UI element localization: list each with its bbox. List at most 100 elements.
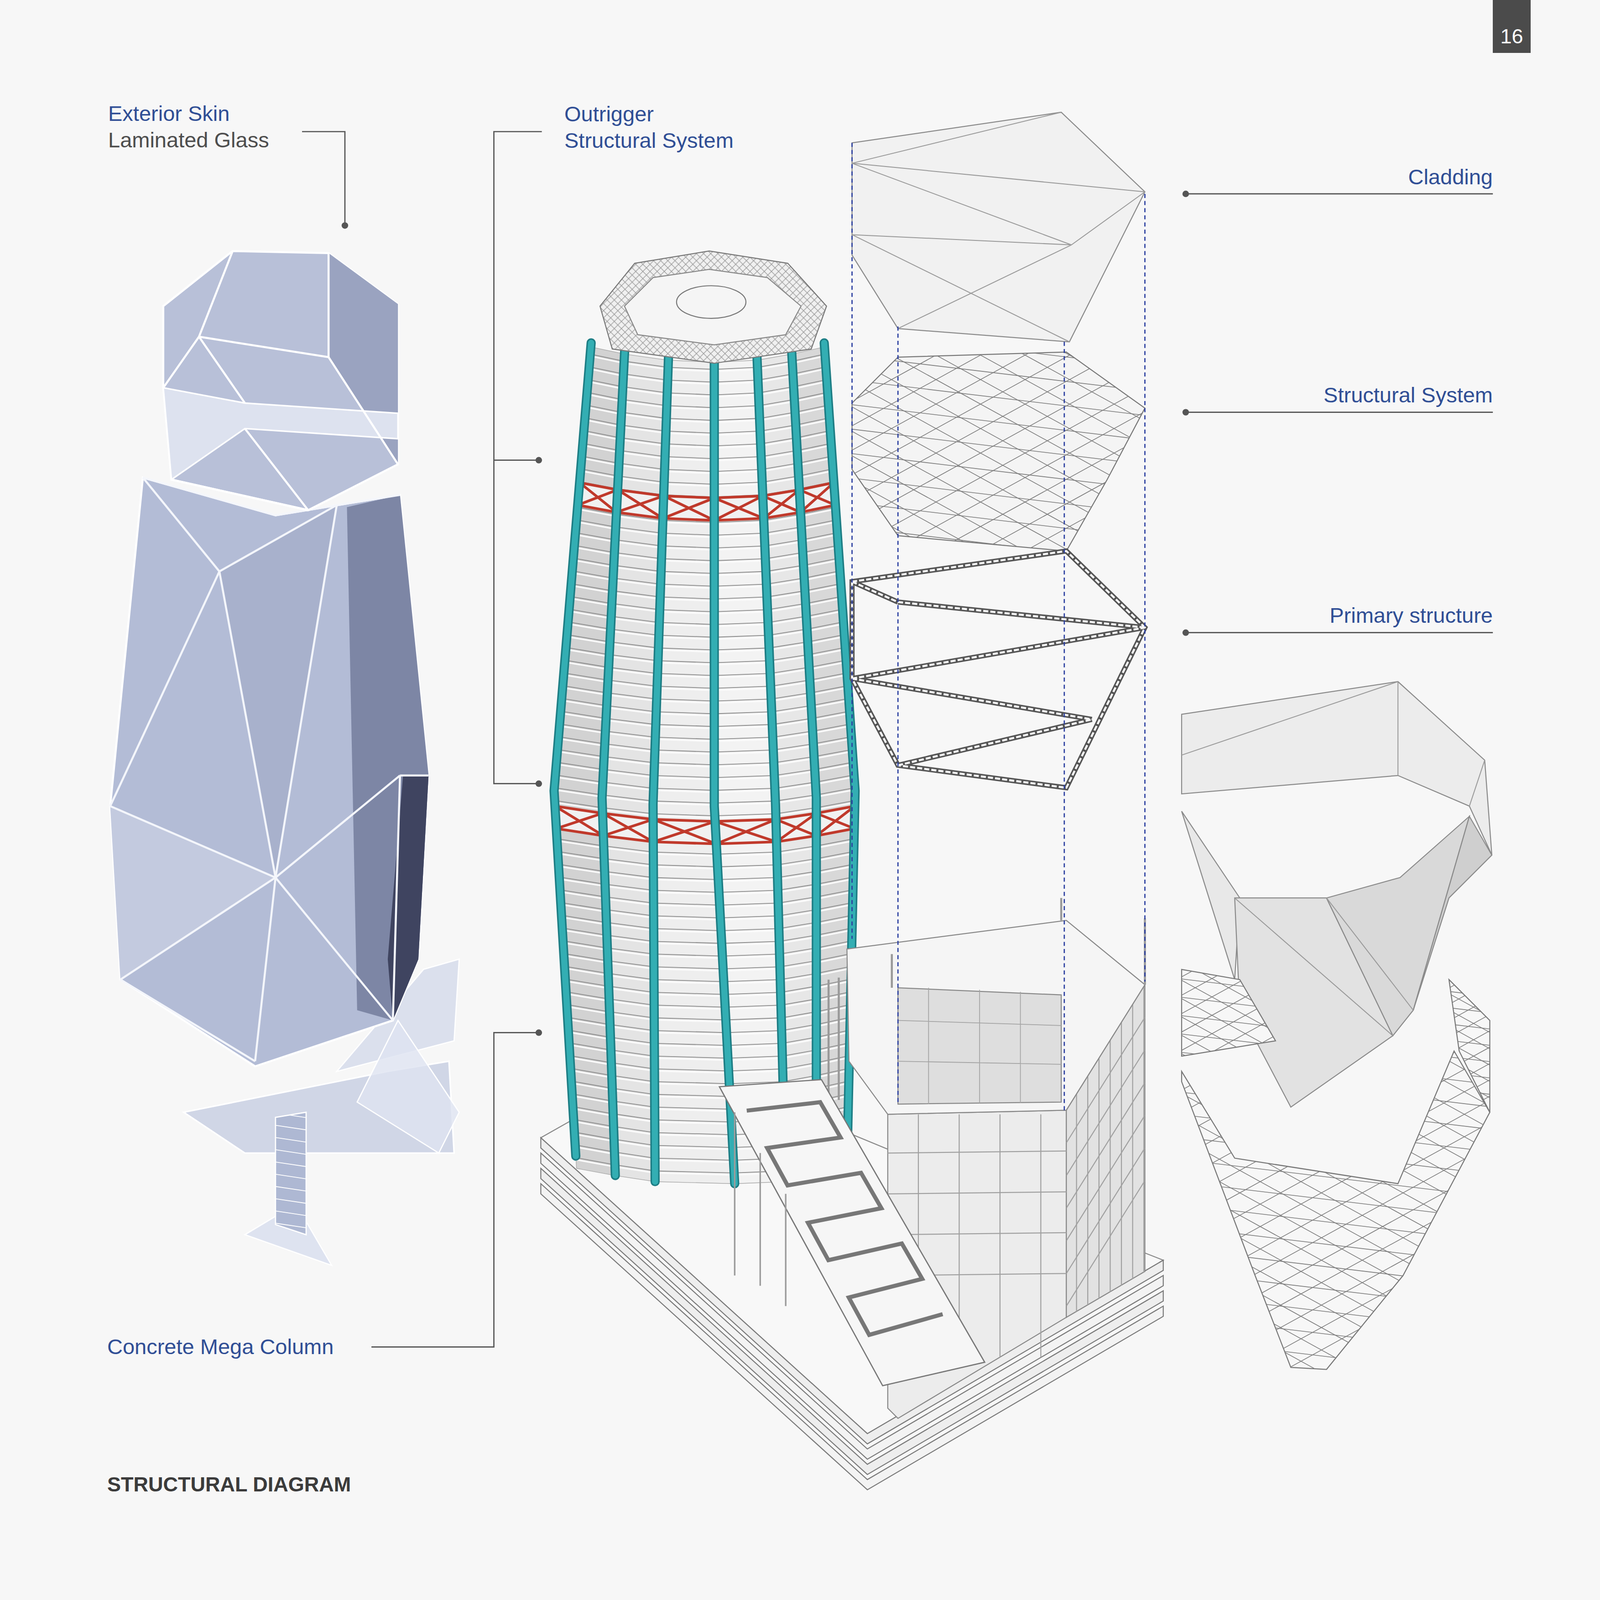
podium-mesh-lines — [1443, 1125, 1496, 1155]
podium-mesh-lines — [1178, 912, 1495, 1087]
podium-block — [897, 987, 1062, 1105]
structural-mesh-lines — [846, 844, 1148, 881]
podium-mesh-lines — [1443, 909, 1496, 938]
podium-mesh-lines — [1178, 1217, 1281, 1230]
podium-mesh-lines — [1443, 1104, 1496, 1111]
podium-mesh-lines — [1178, 813, 1281, 826]
glass-skin-model — [163, 387, 398, 480]
podium-mesh-lines — [1178, 732, 1495, 907]
podium-mesh-lines — [1443, 1354, 1496, 1383]
structural-mesh-lines — [846, 12, 1148, 178]
leader-lines — [371, 1032, 539, 1347]
structural-mesh-lines — [846, 0, 1148, 105]
podium-mesh-lines — [1178, 1383, 1495, 1422]
podium-mesh-lines — [1178, 629, 1281, 686]
podium-mesh-lines — [1178, 889, 1495, 928]
podium-mesh-lines — [1178, 1254, 1495, 1429]
podium-mesh-lines — [1178, 868, 1281, 881]
podium-mesh-lines — [1178, 923, 1281, 980]
structural-mesh-lines — [846, 140, 1148, 307]
structural-mesh-lines — [846, 91, 1148, 258]
structural-mesh-lines — [846, 0, 1148, 154]
podium-mesh-lines — [1443, 1382, 1496, 1389]
podium-mesh-lines — [1443, 631, 1496, 660]
structural-mesh-lines — [846, 110, 1148, 277]
podium-mesh-lines — [1178, 917, 1495, 1092]
podium-envelope-model — [1181, 681, 1492, 855]
podium-mesh-lines — [1443, 1203, 1496, 1232]
callout-label: Exterior Skin — [108, 100, 230, 127]
glass-skin-model — [163, 250, 398, 511]
podium-mesh-lines — [1178, 1209, 1495, 1384]
podium-mesh-lines — [1178, 740, 1281, 753]
tower-structure — [554, 806, 604, 836]
podium-mesh-lines — [1443, 859, 1496, 889]
podium-mesh-lines — [1443, 909, 1496, 916]
structural-mesh-lines — [846, 183, 1148, 220]
podium-mesh-lines — [1178, 1032, 1281, 1089]
podium-mesh-lines — [1443, 729, 1496, 758]
structural-mesh-lines — [846, 115, 1148, 282]
podium-mesh-lines — [1443, 892, 1496, 922]
podium-mesh-lines — [1178, 715, 1495, 890]
podium-mesh-lines — [1178, 665, 1495, 704]
podium-mesh-lines — [1443, 783, 1496, 812]
podium-mesh-lines — [1178, 977, 1281, 1034]
podium-mesh-lines — [1178, 1456, 1495, 1600]
podium-mesh-lines — [1178, 1091, 1495, 1266]
glass-mullion-lines — [120, 877, 276, 980]
podium-mesh-lines — [1178, 1164, 1495, 1339]
podium-mesh-lines — [1178, 1125, 1281, 1182]
podium-mesh-lines — [1178, 1254, 1281, 1311]
podium-mesh-lines — [1178, 1047, 1495, 1085]
podium-mesh-lines — [1443, 827, 1496, 834]
podium-mesh-lines — [1443, 1056, 1496, 1085]
podium-mesh-lines — [1178, 800, 1495, 975]
podium-mesh-lines — [1178, 500, 1281, 1513]
podium-mesh-lines — [1178, 1419, 1281, 1432]
podium-mesh-lines — [1178, 1479, 1495, 1600]
glass-mullion-lines — [275, 877, 393, 1021]
podium-mesh-lines — [1178, 687, 1495, 862]
podium-mesh-lines — [1443, 1496, 1496, 1503]
structural-mesh-lines — [846, 722, 1148, 889]
podium-mesh-lines — [1178, 1074, 1495, 1249]
podium-mesh-lines — [1443, 1398, 1496, 1428]
podium-mesh-lines — [1178, 1217, 1281, 1274]
podium-mesh-lines — [1443, 762, 1496, 791]
podium-mesh-lines — [1178, 1198, 1281, 1256]
podium-mesh-lines — [1443, 734, 1496, 763]
podium-mesh-lines — [1178, 889, 1495, 1064]
podium-mesh-lines — [1443, 1219, 1496, 1226]
structural-mesh-lines — [846, 0, 1148, 37]
structural-mesh-lines — [846, 159, 1148, 325]
podium-mesh-lines — [1178, 1187, 1495, 1361]
podium-frame-lines — [999, 1114, 1001, 1357]
podium-mesh-lines — [1443, 1023, 1496, 1030]
podium-mesh-lines — [1178, 849, 1281, 863]
podium-mesh-lines — [1178, 665, 1495, 840]
podium-mesh-lines — [1178, 805, 1495, 980]
podium-mesh-lines — [1178, 1070, 1281, 1127]
structural-mesh-lines — [846, 110, 1148, 147]
podium-mesh-lines — [1443, 1077, 1496, 1106]
glass-skin-model — [346, 495, 429, 1021]
glass-skin-model — [275, 1112, 307, 1235]
podium-mesh-lines — [1178, 831, 1281, 845]
podium-mesh-lines — [1443, 880, 1496, 910]
podium-mesh-lines — [1178, 629, 1281, 642]
podium-mesh-lines — [1178, 995, 1281, 1053]
podium-mesh-lines — [1443, 1191, 1496, 1220]
structural-mesh-lines — [846, 599, 1148, 636]
podium-mesh-lines — [1443, 1224, 1496, 1253]
structural-mesh-lines — [846, 0, 1148, 160]
podium-mesh-lines — [1178, 1344, 1281, 1402]
podium-mesh-lines — [1178, 647, 1281, 661]
podium-mesh-lines — [1178, 1181, 1495, 1356]
glass-skin-model — [357, 1020, 460, 1154]
podium-mesh-lines — [1178, 905, 1281, 962]
podium-mesh-lines — [1443, 811, 1496, 840]
podium-mesh-lines — [1178, 1361, 1495, 1536]
podium-mesh-lines — [1178, 1272, 1281, 1285]
structural-mesh-lines — [846, 12, 1148, 49]
